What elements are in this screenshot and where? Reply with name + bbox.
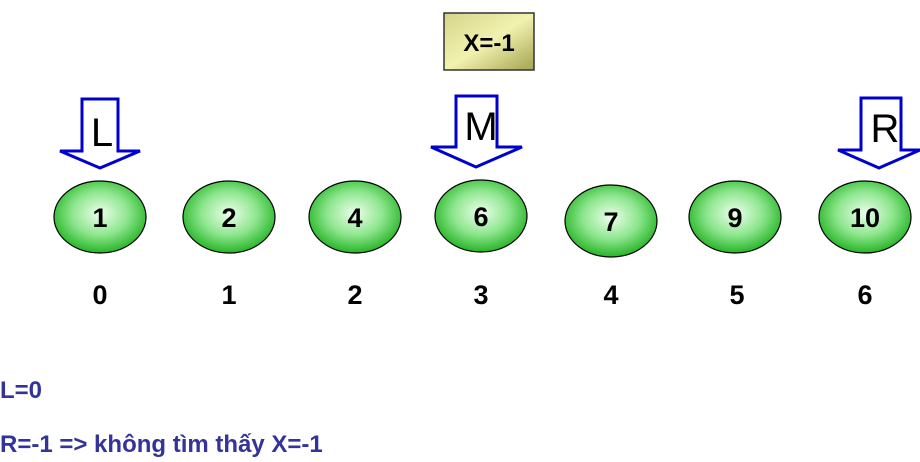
node-value: 4 xyxy=(347,203,362,233)
index-label: 4 xyxy=(603,280,618,310)
pointer-left: L xyxy=(59,97,141,170)
target-label: X=-1 xyxy=(463,30,514,57)
array-node: 2 xyxy=(182,180,276,254)
index-label: 3 xyxy=(473,280,488,310)
index-label: 5 xyxy=(729,280,744,310)
node-value: 7 xyxy=(603,207,618,237)
array-nodes: 1 2 4 6 7 9 10 xyxy=(53,179,912,258)
left-arrow-icon xyxy=(59,97,141,170)
status-left-value: L=0 xyxy=(0,377,43,404)
node-value: 1 xyxy=(92,203,107,233)
node-value: 2 xyxy=(221,203,236,233)
index-label: 2 xyxy=(347,280,362,310)
node-value: 10 xyxy=(850,203,880,233)
pointer-right-label: R xyxy=(871,107,900,151)
node-value: 6 xyxy=(473,202,488,232)
index-label: 1 xyxy=(221,280,236,310)
pointer-mid-label: M xyxy=(464,105,497,149)
right-arrow-icon xyxy=(837,96,920,170)
array-indices: 0 1 2 3 4 5 6 xyxy=(92,280,872,310)
array-node: 9 xyxy=(688,180,782,254)
array-node: 4 xyxy=(308,180,402,254)
pointer-right: R xyxy=(837,96,920,170)
array-node: 1 xyxy=(53,180,147,254)
array-node: 10 xyxy=(818,180,912,254)
node-value: 9 xyxy=(727,203,742,233)
index-label: 6 xyxy=(857,280,872,310)
index-label: 0 xyxy=(92,280,107,310)
pointer-left-label: L xyxy=(91,111,113,155)
target-box: X=-1 xyxy=(443,12,535,71)
array-node: 7 xyxy=(564,184,658,258)
array-node: 6 xyxy=(434,179,528,253)
mid-arrow-icon xyxy=(430,94,523,169)
status-result: R=-1 => không tìm thấy X=-1 xyxy=(0,431,323,458)
pointer-mid: M xyxy=(430,94,523,169)
